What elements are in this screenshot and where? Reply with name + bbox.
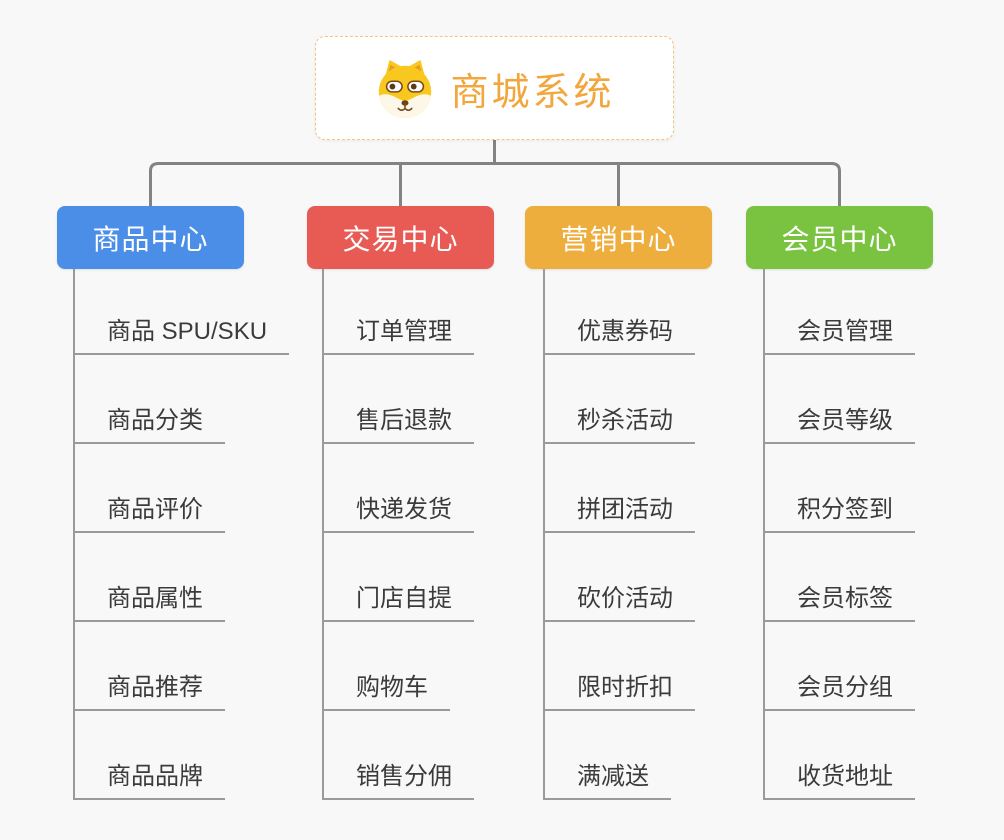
leaf-node-label[interactable]: 会员分组	[763, 673, 915, 711]
leaf-node: 积分签到	[763, 444, 915, 533]
branch-children-product: 商品 SPU/SKU 商品分类 商品评价 商品属性 商品推荐 商品品牌	[73, 266, 290, 800]
leaf-node: 订单管理	[322, 266, 474, 355]
leaf-node: 快递发货	[322, 444, 474, 533]
branch-node-marketing-center[interactable]: 营销中心	[525, 206, 712, 269]
leaf-node-label[interactable]: 收货地址	[763, 762, 915, 800]
leaf-node-label[interactable]: 售后退款	[322, 406, 474, 444]
leaf-node-label[interactable]: 限时折扣	[543, 673, 695, 711]
connector-spine	[763, 269, 765, 800]
branch-children-trade: 订单管理 售后退款 快递发货 门店自提 购物车 销售分佣	[322, 266, 474, 800]
leaf-node-label[interactable]: 门店自提	[322, 584, 474, 622]
leaf-node-label[interactable]: 会员等级	[763, 406, 915, 444]
leaf-node: 商品评价	[73, 444, 289, 533]
leaf-node-label[interactable]: 订单管理	[322, 317, 474, 355]
leaf-node: 商品属性	[73, 533, 289, 622]
leaf-node-label[interactable]: 销售分佣	[322, 762, 474, 800]
leaf-node-label[interactable]: 购物车	[322, 673, 450, 711]
leaf-node-label[interactable]: 商品属性	[73, 584, 225, 622]
leaf-node-label[interactable]: 商品分类	[73, 406, 225, 444]
leaf-node: 会员等级	[763, 355, 915, 444]
leaf-node: 商品推荐	[73, 622, 289, 711]
branch-node-product-center[interactable]: 商品中心	[57, 206, 244, 269]
leaf-node-label[interactable]: 商品推荐	[73, 673, 225, 711]
leaf-node-label[interactable]: 商品品牌	[73, 762, 225, 800]
leaf-node: 购物车	[322, 622, 474, 711]
shiba-dog-icon	[379, 59, 432, 119]
branch-node-trade-center[interactable]: 交易中心	[307, 206, 494, 269]
connector-spine	[322, 269, 324, 800]
leaf-node: 商品品牌	[73, 711, 289, 800]
leaf-node: 优惠券码	[543, 266, 695, 355]
root-title: 商城系统	[450, 71, 615, 114]
leaf-node-label[interactable]: 砍价活动	[543, 584, 695, 622]
leaf-node-label[interactable]: 满减送	[543, 762, 671, 800]
leaf-node-label[interactable]: 会员标签	[763, 584, 915, 622]
branch-node-member-center[interactable]: 会员中心	[746, 206, 933, 269]
leaf-node-label[interactable]: 秒杀活动	[543, 406, 695, 444]
leaf-node-label[interactable]: 优惠券码	[543, 317, 695, 355]
leaf-node: 收货地址	[763, 711, 915, 800]
connector-spine	[543, 269, 545, 800]
leaf-node: 商品 SPU/SKU	[73, 266, 290, 355]
leaf-node: 拼团活动	[543, 444, 695, 533]
leaf-node: 会员管理	[763, 266, 915, 355]
leaf-node: 销售分佣	[322, 711, 474, 800]
leaf-node-label[interactable]: 快递发货	[322, 495, 474, 533]
connector-spine	[73, 269, 75, 800]
leaf-node: 砍价活动	[543, 533, 695, 622]
leaf-node: 会员标签	[763, 533, 915, 622]
leaf-node-label[interactable]: 积分签到	[763, 495, 915, 533]
leaf-node: 商品分类	[73, 355, 289, 444]
leaf-node: 售后退款	[322, 355, 474, 444]
branch-children-member: 会员管理 会员等级 积分签到 会员标签 会员分组 收货地址	[763, 266, 915, 800]
leaf-node: 门店自提	[322, 533, 474, 622]
leaf-node-label[interactable]: 会员管理	[763, 317, 915, 355]
leaf-node: 秒杀活动	[543, 355, 695, 444]
leaf-node-label[interactable]: 商品 SPU/SKU	[73, 317, 290, 355]
leaf-node-label[interactable]: 拼团活动	[543, 495, 695, 533]
root-node[interactable]: 商城系统	[315, 36, 674, 140]
leaf-node: 限时折扣	[543, 622, 695, 711]
leaf-node: 满减送	[543, 711, 695, 800]
branch-children-marketing: 优惠券码 秒杀活动 拼团活动 砍价活动 限时折扣 满减送	[543, 266, 695, 800]
leaf-node-label[interactable]: 商品评价	[73, 495, 225, 533]
leaf-node: 会员分组	[763, 622, 915, 711]
